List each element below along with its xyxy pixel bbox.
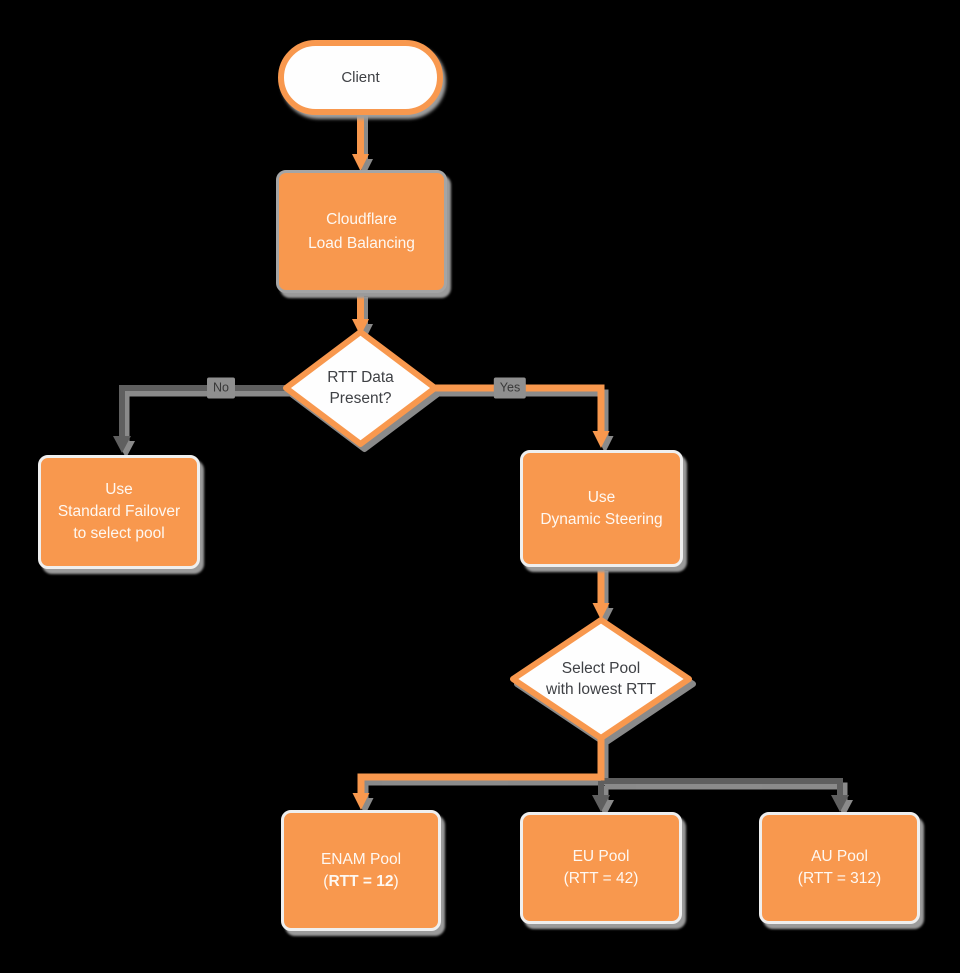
node-eu-pool: EU Pool (RTT = 42) xyxy=(520,812,682,924)
edge-to-enam-arrowhead-icon xyxy=(352,793,370,810)
node-client: Client xyxy=(278,40,443,115)
edge-yes-arrowhead-icon xyxy=(592,431,610,448)
node-label-line: Dynamic Steering xyxy=(540,510,663,528)
node-label-line: (RTT = 42) xyxy=(563,870,639,887)
node-use-standard-failover: Use Standard Failover to select pool xyxy=(38,455,200,569)
node-label-line: Use xyxy=(587,488,616,506)
node-cloudflare-load-balancing: Cloudflare Load Balancing xyxy=(276,170,447,293)
edge-no-arrowhead-icon xyxy=(113,436,131,453)
decision-select-pool-diamond xyxy=(510,617,692,741)
node-label-line: Cloudflare xyxy=(326,210,397,228)
decision-rtt-diamond xyxy=(283,329,438,447)
edge-to-au-arrowhead-icon xyxy=(831,795,849,812)
node-label-line: (RTT = 312) xyxy=(797,870,882,887)
node-label-line: Use xyxy=(105,481,133,498)
edge-client-to-lb-arrowhead-icon xyxy=(352,154,369,171)
gray-connectors xyxy=(113,385,849,812)
edge-steering-to-decision-arrowhead-icon xyxy=(592,603,610,620)
node-enam-pool: ENAM Pool (RTT = 12) xyxy=(281,810,441,931)
decision-label-line: Present? xyxy=(329,390,392,407)
connector-shadows xyxy=(117,113,853,817)
rtt-paren-close: ) xyxy=(393,872,399,890)
rtt-bold-value: RTT = 12 xyxy=(328,872,394,890)
edge-label-yes: Yes xyxy=(493,377,527,399)
decision-rtt-data-present-label: RTT Data Present? xyxy=(290,367,431,409)
edge-label-no: No xyxy=(207,377,235,399)
node-label-line: to select pool xyxy=(73,525,165,542)
node-label-line: EU Pool xyxy=(572,848,630,865)
edge-lb-to-decision-arrowhead-icon xyxy=(352,319,369,336)
rtt-paren-open: ( xyxy=(323,872,329,890)
node-label-line: AU Pool xyxy=(811,848,868,865)
node-label-line: Standard Failover xyxy=(57,503,181,520)
node-label-line: Load Balancing xyxy=(308,234,415,252)
edge-to-au-line xyxy=(601,778,843,797)
decision-label-line: Select Pool xyxy=(561,660,641,677)
decision-label-line: RTT Data xyxy=(327,369,394,386)
orange-connectors xyxy=(352,108,610,810)
edge-to-enam-line xyxy=(357,737,605,795)
edge-yes-line xyxy=(434,384,605,433)
node-au-pool: AU Pool (RTT = 312) xyxy=(759,812,920,924)
edge-to-eu-arrowhead-icon xyxy=(592,795,610,812)
node-label-rtt-line: (RTT = 12) xyxy=(323,871,398,893)
decision-label-line: with lowest RTT xyxy=(546,681,656,698)
node-use-dynamic-steering: Use Dynamic Steering xyxy=(520,450,683,567)
decision-select-pool-label: Select Pool with lowest RTT xyxy=(508,658,694,700)
node-client-label: Client xyxy=(341,69,380,86)
node-label-line: ENAM Pool xyxy=(320,850,402,868)
